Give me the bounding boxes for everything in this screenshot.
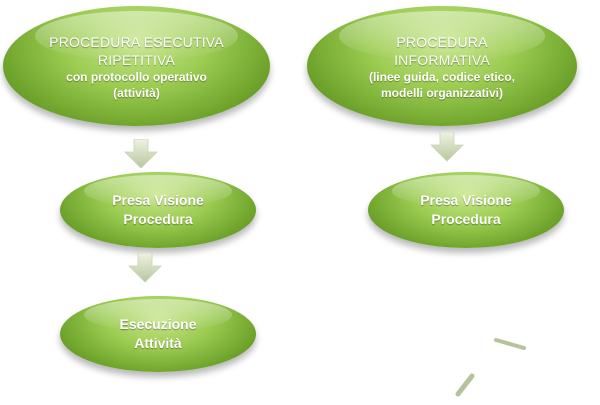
node-subtitle-line2: (attività): [113, 86, 160, 100]
node-label-line1: Presa Visione: [112, 192, 204, 208]
down-arrow-icon: [124, 139, 158, 169]
node-procedura-informativa: PROCEDURA INFORMATIVA (linee guida, codi…: [307, 6, 577, 126]
node-label-line2: Procedura: [123, 211, 193, 227]
node-presa-visione-left: Presa Visione Procedura: [60, 172, 256, 248]
node-label-line2: Procedura: [431, 211, 501, 227]
down-arrow-icon: [430, 132, 464, 162]
down-arrow-icon: [128, 253, 162, 283]
node-subtitle-line2: modelli organizzativi): [380, 86, 503, 100]
node-esecuzione-attivita: Esecuzione Attività: [60, 296, 256, 372]
decorative-stroke-icon: [455, 373, 475, 397]
node-title-line1: PROCEDURA ESECUTIVA: [49, 34, 224, 50]
node-title-line2: INFORMATIVA: [394, 52, 490, 68]
node-label-line1: Esecuzione: [119, 316, 197, 332]
node-procedura-esecutiva: PROCEDURA ESECUTIVA RIPETITIVA con proto…: [3, 6, 270, 126]
node-subtitle-line1: (linee guida, codice etico,: [368, 70, 516, 84]
node-title-line2: RIPETITIVA: [97, 52, 176, 68]
node-label-line2: Attività: [134, 335, 182, 351]
node-title-line1: PROCEDURA: [396, 34, 488, 50]
decorative-stroke-icon: [494, 338, 526, 350]
node-presa-visione-right: Presa Visione Procedura: [368, 172, 564, 248]
node-label-line1: Presa Visione: [420, 192, 512, 208]
node-subtitle-line1: con protocollo operativo: [66, 70, 207, 84]
